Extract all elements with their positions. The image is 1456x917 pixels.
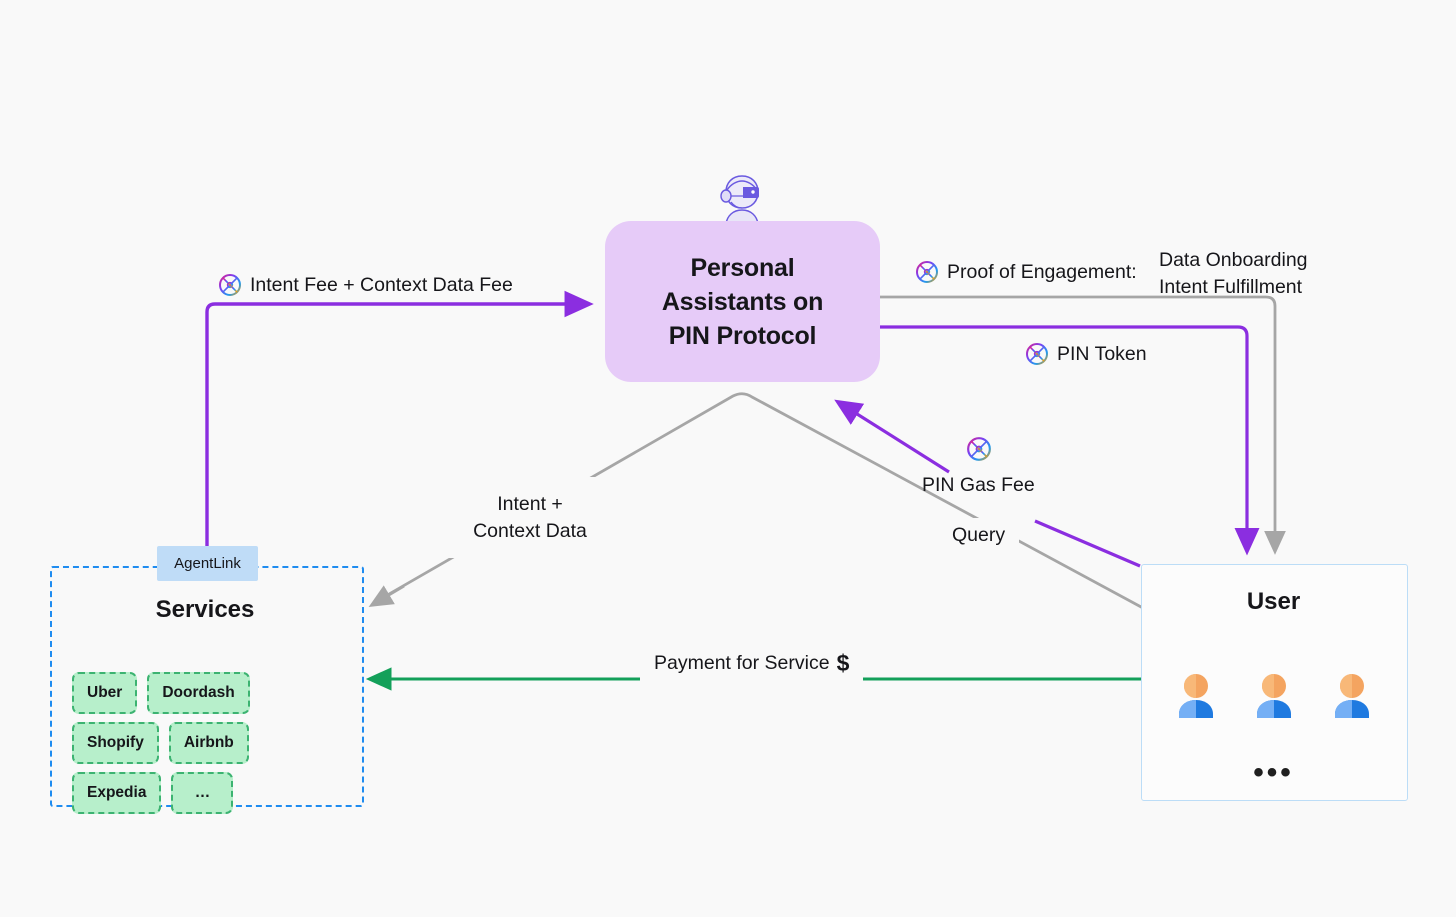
user-avatar-icon bbox=[1326, 672, 1378, 725]
edge-label-intent-fee-text: Intent Fee + Context Data Fee bbox=[250, 274, 513, 296]
agentlink-tag[interactable]: AgentLink bbox=[157, 546, 258, 581]
edge-label-payment-for-service: Payment for Service $ bbox=[640, 644, 864, 684]
robot-avatar-icon bbox=[713, 172, 771, 228]
service-item-expedia[interactable]: Expedia bbox=[72, 772, 162, 814]
personal-assistants-node[interactable]: Personal Assistants on PIN Protocol bbox=[605, 221, 880, 382]
edge-label-proof-of-engagement: Proof of Engagement: bbox=[915, 259, 1137, 286]
pin-logo-icon bbox=[915, 260, 940, 285]
dollar-icon: $ bbox=[836, 650, 850, 676]
edge-label-pin-token: PIN Token bbox=[1025, 341, 1147, 368]
edge-label-intent-fee: Intent Fee + Context Data Fee bbox=[218, 272, 513, 299]
edge-label-proof-details: Data Onboarding Intent Fulfillment bbox=[1159, 247, 1308, 300]
edge-label-intent-fulfillment: Intent Fulfillment bbox=[1159, 275, 1303, 298]
edge-label-intent-context-data: Intent + Context Data bbox=[430, 477, 630, 559]
user-overflow-indicator: ••• bbox=[1253, 756, 1294, 789]
service-item-uber[interactable]: Uber bbox=[72, 672, 138, 714]
service-item-shopify[interactable]: Shopify bbox=[72, 722, 159, 764]
edge-label-pin-gas-fee-text: PIN Gas Fee bbox=[922, 473, 1035, 496]
user-avatars bbox=[1141, 672, 1406, 725]
personal-assistants-title: Personal Assistants on PIN Protocol bbox=[661, 253, 824, 350]
edge-label-query: Query bbox=[938, 518, 1020, 553]
user-title: User bbox=[1246, 588, 1301, 615]
edge-label-intent-line2: Context Data bbox=[473, 519, 587, 542]
edge-label-payment-text: Payment for Service bbox=[654, 652, 830, 675]
service-item-doordash[interactable]: Doordash bbox=[147, 672, 250, 714]
services-list: Uber Doordash Shopify Airbnb Expedia … bbox=[72, 672, 344, 814]
edge-label-pin-token-text: PIN Token bbox=[1057, 343, 1147, 365]
edge-intent-context-data-head bbox=[368, 584, 405, 608]
user-avatar-icon bbox=[1170, 672, 1222, 725]
services-title: Services bbox=[155, 596, 255, 623]
pin-logo-icon bbox=[966, 436, 991, 461]
user-avatar-icon bbox=[1248, 672, 1300, 725]
service-item-airbnb[interactable]: Airbnb bbox=[168, 722, 249, 764]
pin-logo-icon bbox=[218, 273, 243, 298]
edge-label-data-onboarding: Data Onboarding bbox=[1159, 249, 1308, 271]
edge-label-pin-gas-fee: PIN Gas Fee bbox=[922, 436, 1035, 498]
edge-proof-of-engagement bbox=[880, 295, 1286, 555]
edge-label-proof-of-engagement-text: Proof of Engagement: bbox=[947, 261, 1137, 283]
pin-logo-icon bbox=[1025, 342, 1050, 367]
edge-pin-gas-fee bbox=[1034, 519, 1141, 568]
edge-label-intent-line1: Intent + bbox=[497, 493, 563, 515]
service-item-more[interactable]: … bbox=[171, 772, 234, 814]
